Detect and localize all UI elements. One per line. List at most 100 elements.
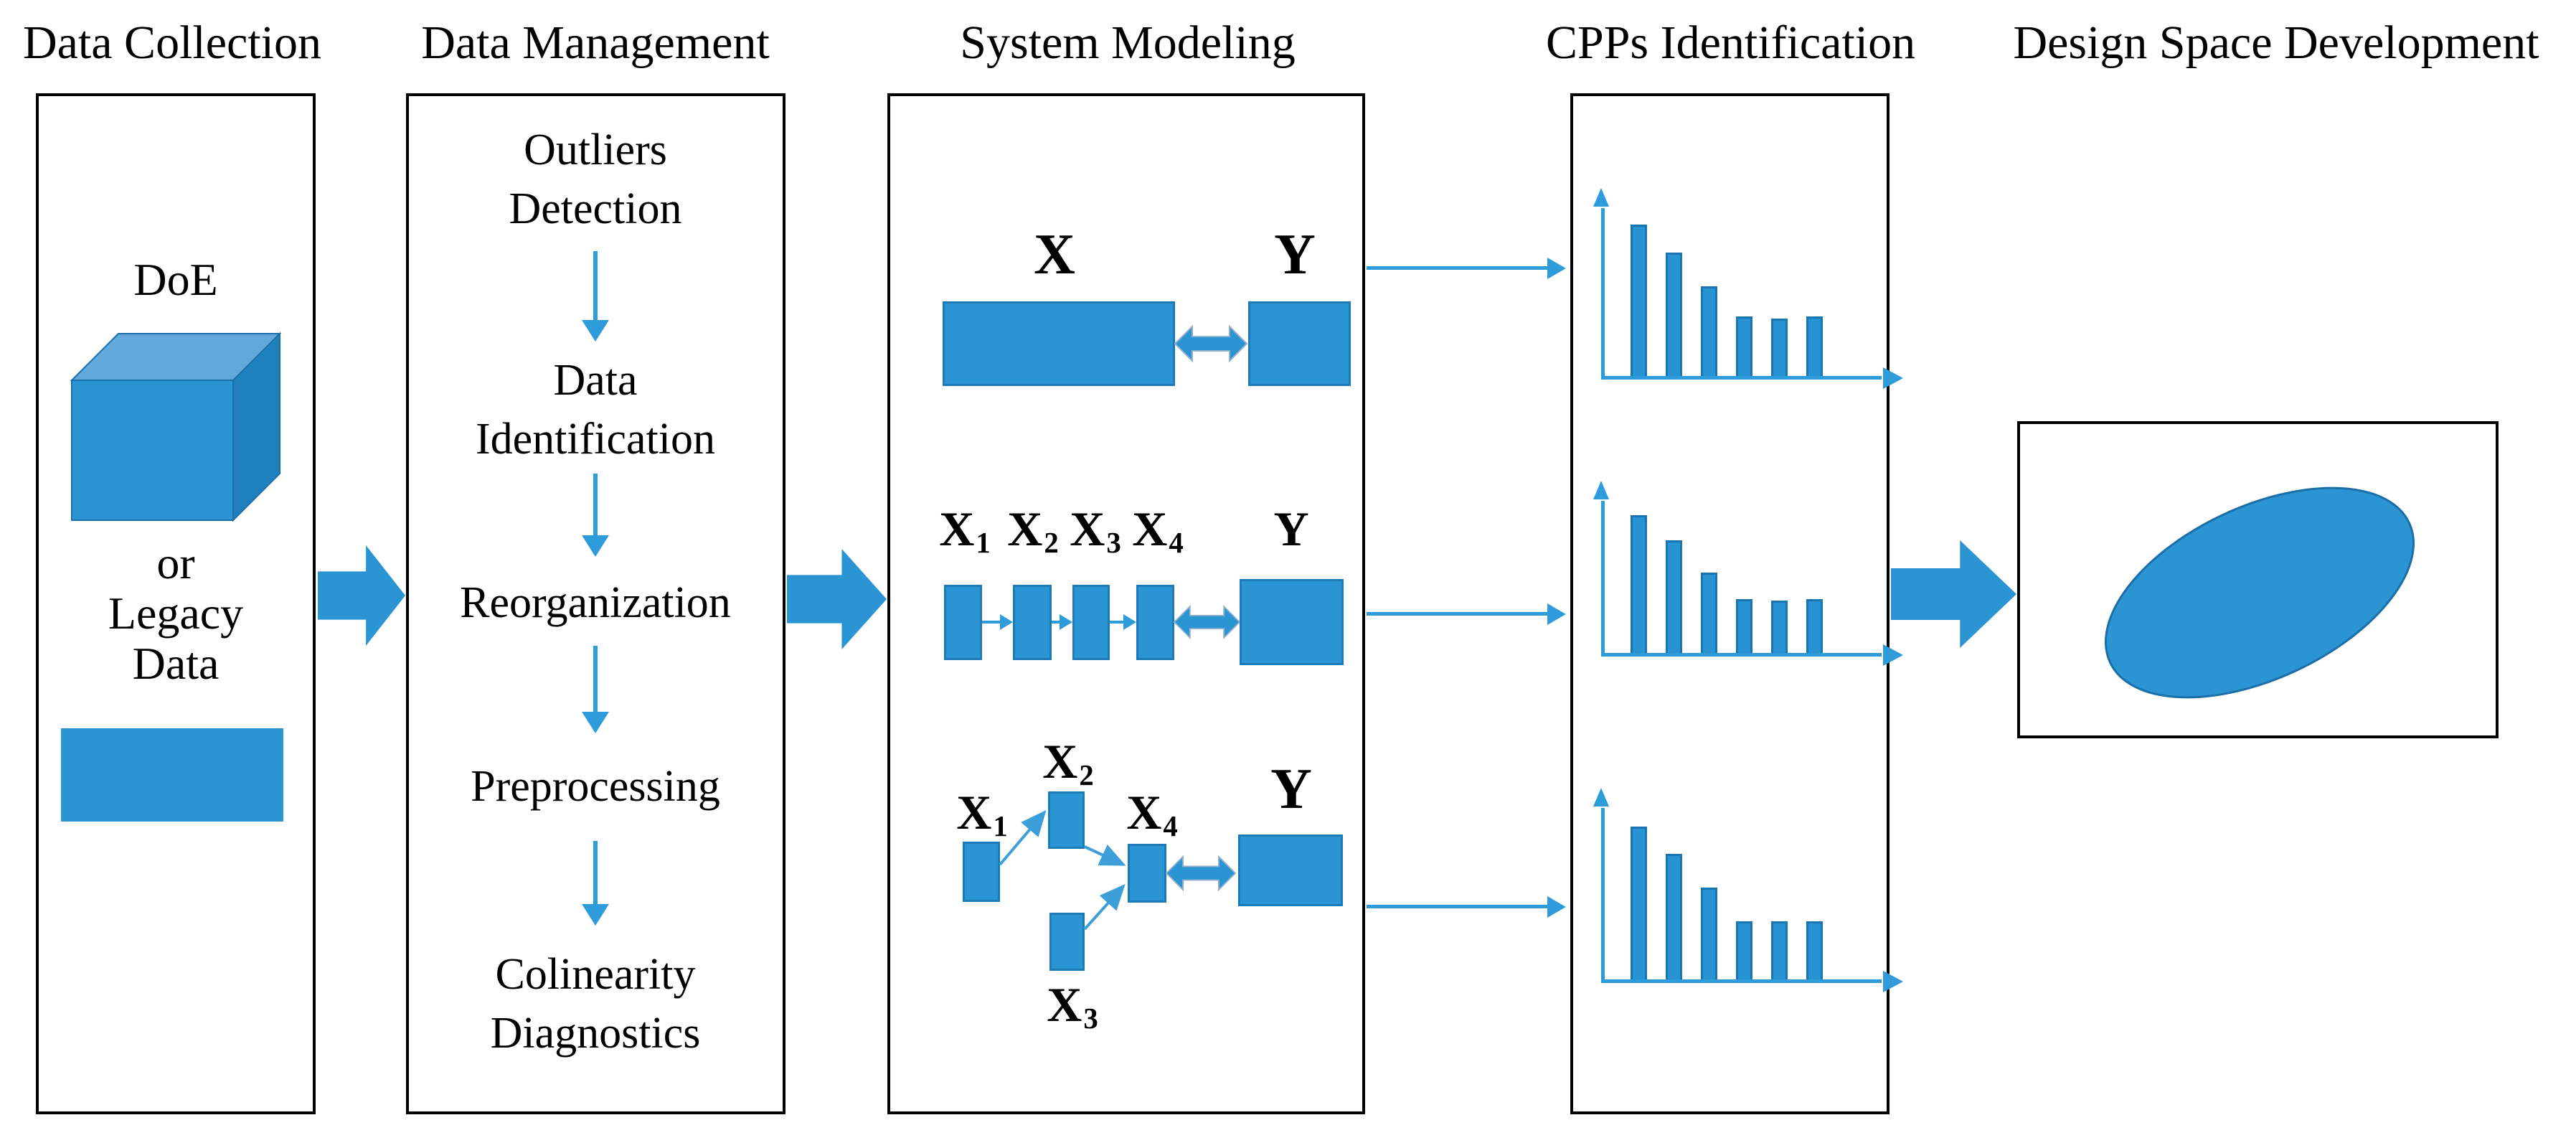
mini-right-arrow-icon [1052,621,1060,624]
doe-label: DoE [133,254,218,305]
x1-rect [944,585,982,660]
x3-sub: 3 [1106,526,1121,559]
pareto-bar [1771,319,1788,376]
double-arrow-icon [1174,324,1248,363]
legacy-data-table-icon [61,728,283,822]
x3-label: X3 [1063,502,1128,563]
step-preprocessing: Preprocessing [409,757,782,816]
y-rect-row3 [1238,834,1343,906]
arrow-x1-to-x2 [999,809,1047,866]
step-line: Preprocessing [471,762,720,811]
x2-base: X [1042,734,1078,789]
x1-base: X [956,785,992,839]
pareto-bar [1631,225,1647,376]
x1-label: X1 [933,502,997,563]
legacy-data-label: Data [132,638,220,689]
pareto-bar [1701,573,1717,653]
or-label: or [156,537,195,588]
column-title-cpps-identification: CPPs Identification [1546,17,1916,69]
x-matrix-rect [943,301,1175,386]
y-label-row3: Y [1270,758,1312,821]
model2-to-chart2-arrow [1367,612,1547,616]
pareto-bar [1666,253,1682,376]
x-matrix-label: X [1034,223,1075,286]
y-matrix-rect [1248,301,1351,386]
pareto-bar [1806,599,1823,653]
x3-node-rect [1049,913,1085,971]
x3-sub: 3 [1083,1002,1098,1035]
flow-arrow-cpps-to-design-space [1891,540,2016,648]
legacy-label: Legacy [108,588,244,639]
pareto-bar [1631,827,1647,979]
x4-node-label: X4 [1113,786,1192,846]
pareto-bar [1806,316,1823,376]
pareto-chart-2 [1593,481,1903,666]
x4-base: X [1132,502,1168,556]
y-label-row2: Y [1273,502,1309,556]
down-arrow-icon [593,646,598,712]
x4-sub: 4 [1163,809,1178,842]
step-line: Reorganization [460,578,731,627]
doe-cube-icon [70,331,282,522]
flow-arrow-management-to-modeling [787,549,887,649]
cube-front-face [71,380,234,521]
model1-to-chart1-arrow [1367,266,1547,270]
pareto-bar [1631,515,1647,653]
pareto-bar [1666,540,1682,653]
cpps-identification-box [1570,93,1889,1114]
x2-sub: 2 [1079,758,1094,791]
step-data-identification: Data Identification [409,351,782,469]
down-arrow-icon [593,841,598,904]
double-arrow-icon [1165,855,1237,892]
data-collection-box [36,93,316,1114]
pareto-bar [1701,286,1717,376]
x3-rect [1072,585,1110,660]
step-reorganization: Reorganization [409,573,782,632]
x4-rect [1136,585,1174,660]
step-line: Identification [476,415,715,464]
step-colinearity-diagnostics: Colinearity Diagnostics [409,945,782,1063]
x4-sub: 4 [1169,526,1184,559]
step-line: Colinearity [495,950,696,999]
x1-sub: 1 [993,809,1008,842]
design-space-ellipse-icon [2104,486,2415,699]
x2-node-rect [1048,791,1085,849]
column-title-data-collection: Data Collection [22,17,322,69]
pareto-chart-3 [1593,788,1903,992]
pareto-chart-1 [1593,188,1903,389]
pareto-bar [1736,316,1752,376]
model3-to-chart3-arrow [1367,905,1547,908]
x1-sub: 1 [976,526,991,559]
x2-rect [1013,585,1052,660]
step-line: Detection [509,184,682,233]
pareto-bar [1701,888,1717,979]
flow-arrow-collection-to-management [318,545,405,646]
pareto-bar [1771,601,1788,653]
x4-node-rect [1128,844,1166,903]
y-matrix-label: Y [1274,223,1316,286]
step-line: Diagnostics [490,1009,701,1058]
x4-label: X4 [1126,502,1190,563]
arrow-x2-to-x4 [1084,845,1126,866]
x4-base: X [1126,785,1162,839]
double-arrow-icon [1173,604,1241,640]
column-title-system-modeling: System Modeling [960,17,1296,69]
mini-right-arrow-icon [982,621,1000,624]
network-connector-arrows [999,809,1126,931]
x3-base: X [1047,977,1082,1032]
x1-node-rect [963,842,1000,902]
down-arrow-icon [593,251,598,320]
x1-base: X [939,502,975,556]
x3-base: X [1070,502,1105,556]
pareto-bar [1806,921,1823,979]
pareto-bar [1666,854,1682,979]
arrow-x3-to-x4 [1083,884,1126,931]
x2-label: X2 [1001,502,1065,563]
x3-node-label: X3 [1033,978,1112,1038]
x2-base: X [1007,502,1043,556]
x2-sub: 2 [1044,526,1059,559]
down-arrow-icon [593,474,598,535]
step-outliers-detection: Outliers Detection [409,121,782,238]
pareto-bar [1771,921,1788,979]
